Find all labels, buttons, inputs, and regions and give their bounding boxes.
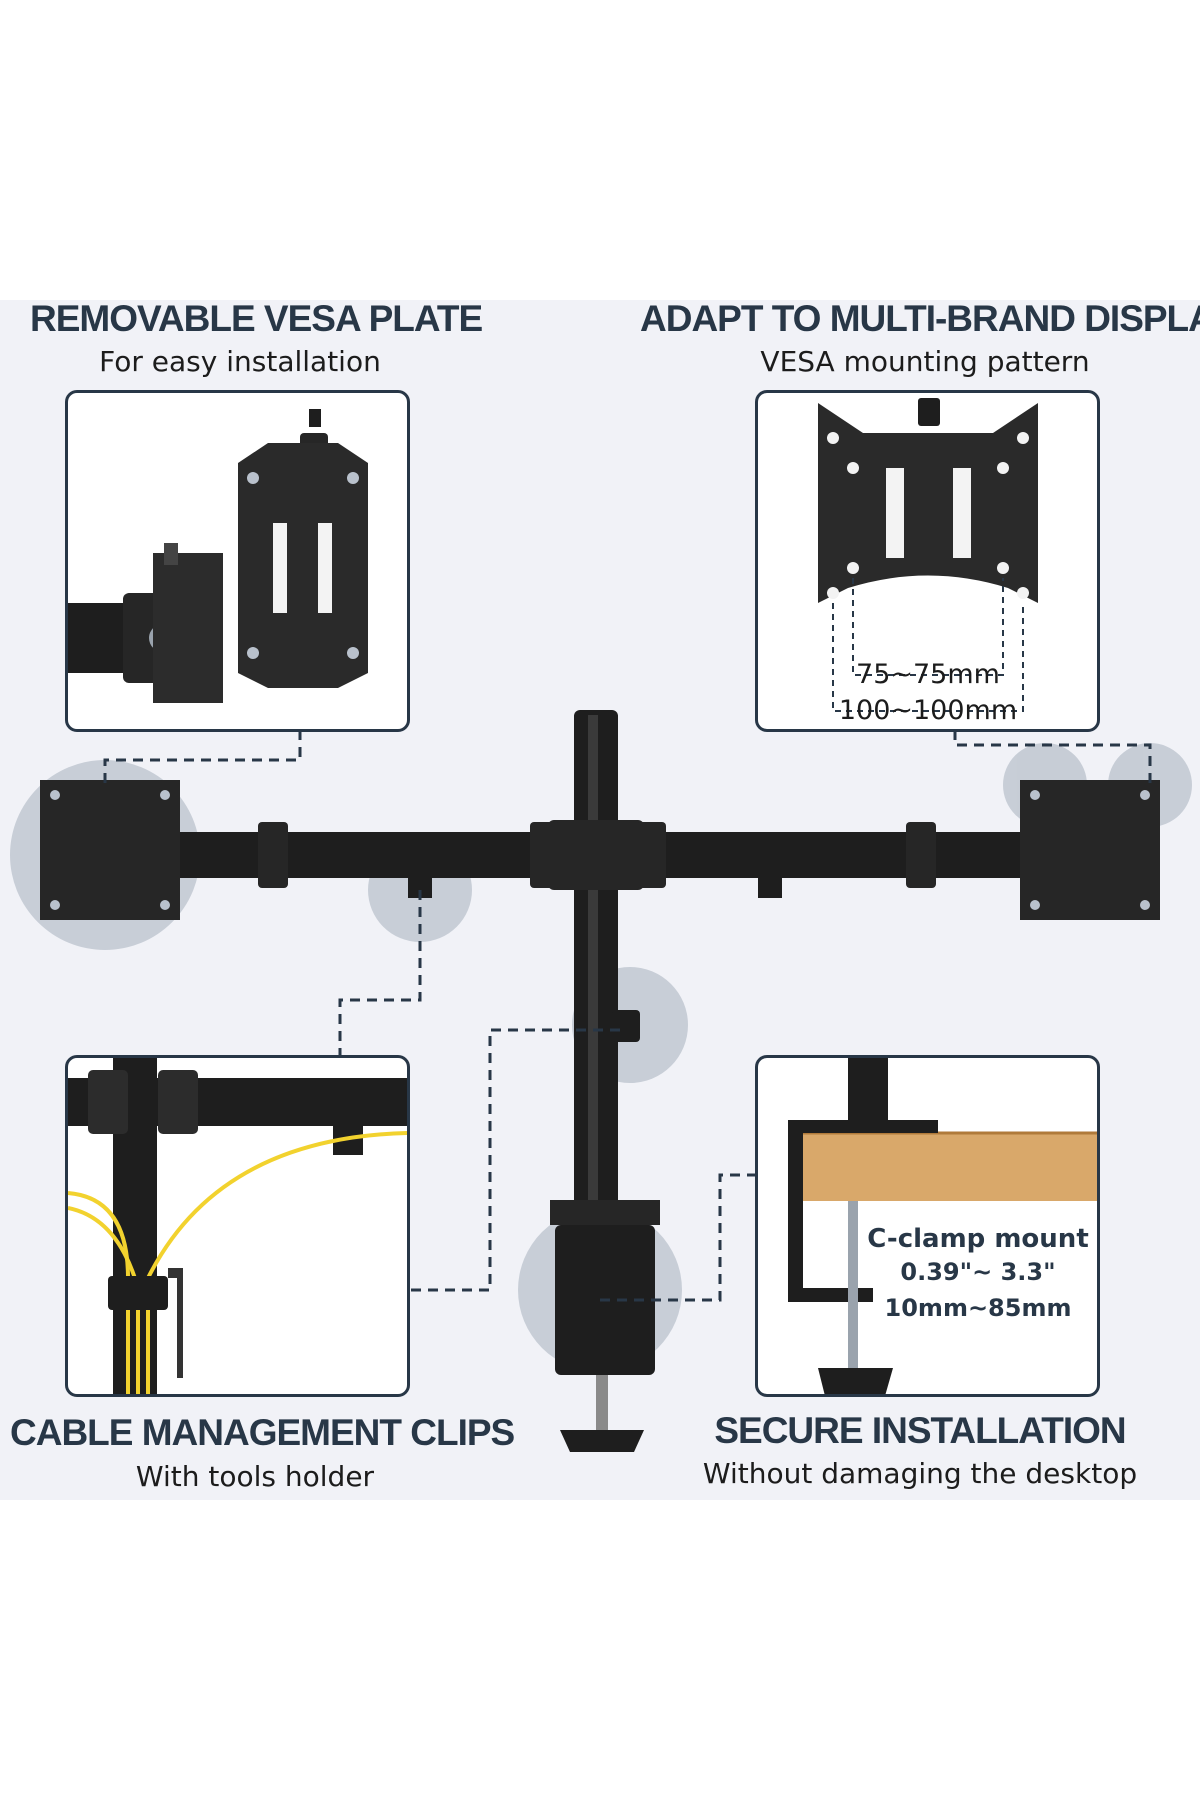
screw-icon <box>309 409 321 427</box>
cable-clips-panel <box>65 1055 410 1397</box>
clamp-range-inches: 0.39"~ 3.3" <box>900 1258 1056 1286</box>
cable-2 <box>146 1131 407 1394</box>
vesa-plate-title: REMOVABLE VESA PLATE <box>30 298 483 339</box>
knob-icon <box>918 398 940 426</box>
desk-wood <box>803 1133 1097 1201</box>
dim-line-75 <box>852 578 1004 676</box>
vesa-pattern-illustration: 75~75mm 100~100mm <box>818 398 1038 726</box>
dim-line-100 <box>832 603 1024 712</box>
vesa-plate-icon <box>238 443 368 688</box>
secure-install-title: SECURE INSTALLATION <box>714 1410 1126 1451</box>
c-clamp-icon <box>788 1120 938 1302</box>
vesa-plate-subtitle: For easy installation <box>99 345 381 378</box>
tools-holder <box>168 1268 183 1378</box>
multi-brand-subtitle: VESA mounting pattern <box>760 345 1090 378</box>
clamp-screw <box>848 1201 858 1371</box>
secure-install-panel: C-clamp mount 0.39"~ 3.3" 10mm~85mm <box>755 1055 1100 1397</box>
vesa-plate-illustration <box>68 409 368 703</box>
secure-install-subtitle: Without damaging the desktop <box>702 1457 1138 1490</box>
dim-small-label: 75~75mm <box>856 659 1000 690</box>
vesa-plate-icon <box>818 403 1038 603</box>
multi-brand-title: ADAPT TO MULTI-BRAND DISPLAYS <box>640 298 1200 339</box>
clamp-label: C-clamp mount <box>867 1224 1089 1254</box>
joint-closeup-right <box>158 1070 198 1134</box>
vesa-plate-panel <box>65 390 410 732</box>
multi-brand-panel: 75~75mm 100~100mm <box>755 390 1100 732</box>
plate-slot-left <box>273 523 287 613</box>
mount-bracket <box>153 553 223 703</box>
cable-clips-subtitle: With tools holder <box>135 1460 375 1493</box>
cable-clips-illustration <box>68 1058 407 1394</box>
c-clamp-illustration <box>788 1058 1097 1394</box>
plate-slot-right <box>953 468 971 558</box>
clamp-knob <box>818 1368 893 1394</box>
pole-closeup <box>848 1058 888 1128</box>
plate-slot-right <box>318 523 332 613</box>
cable-clips-title: CABLE MANAGEMENT CLIPS <box>10 1412 515 1453</box>
dim-large-label: 100~100mm <box>839 695 1017 726</box>
joint-closeup-left <box>88 1070 128 1134</box>
bracket-knob <box>164 543 178 565</box>
clamp-range-mm: 10mm~85mm <box>884 1294 1072 1322</box>
pole-clip-closeup <box>108 1276 168 1310</box>
plate-slot-left <box>886 468 904 558</box>
cable-1 <box>68 1191 130 1394</box>
